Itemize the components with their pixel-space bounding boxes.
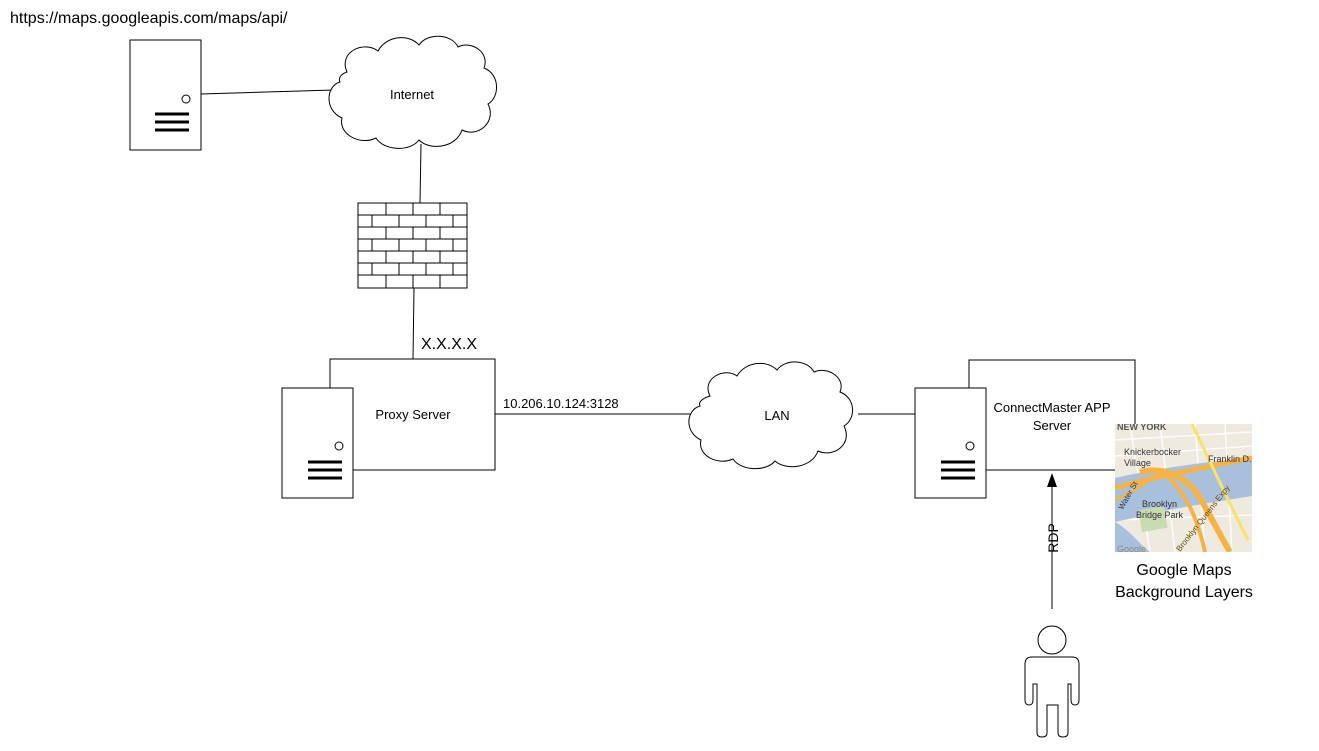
app-server-label: ConnectMaster APP Server <box>993 400 1111 433</box>
user-person-icon <box>1024 625 1080 738</box>
api-url-label: https://maps.googleapis.com/maps/api/ <box>10 10 288 27</box>
google-maps-layers-label: Google Maps Background Layers <box>1115 562 1253 601</box>
line-remote-server-to-internet <box>200 89 335 95</box>
proxy-server-label: Proxy Server <box>375 407 451 422</box>
line-firewall-to-proxy <box>412 287 415 360</box>
proxy-address-label: 10.206.10.124:3128 <box>503 396 619 411</box>
google-maps-thumbnail: NEW YORK Knickerbocker Village Franklin … <box>1115 422 1252 554</box>
firewall-icon <box>357 202 468 289</box>
remote-server-icon <box>129 39 202 151</box>
rdp-arrowhead <box>1047 473 1057 487</box>
lan-label: LAN <box>764 408 790 423</box>
map-label-knickerbocker: Knickerbocker <box>1124 447 1181 457</box>
proxy-server-icon <box>281 358 496 499</box>
internet-cloud-icon <box>328 35 497 149</box>
map-label-bridge-park: Bridge Park <box>1136 510 1184 520</box>
map-label-new-york: NEW YORK <box>1117 422 1167 432</box>
map-label-brooklyn: Brooklyn <box>1142 499 1177 509</box>
proxy-server-box <box>329 358 496 471</box>
internet-label: Internet <box>389 87 435 102</box>
map-label-franklin: Franklin D. <box>1208 454 1252 464</box>
line-internet-to-firewall <box>419 143 422 204</box>
map-label-google: Google <box>1117 544 1146 554</box>
rdp-label: RDP <box>1045 523 1061 553</box>
app-server-icon <box>914 359 1136 499</box>
lan-cloud-icon <box>688 361 853 470</box>
public-ip-label: X.X.X.X <box>421 336 478 353</box>
app-server-box <box>968 359 1136 471</box>
map-label-village: Village <box>1124 458 1151 468</box>
connection-lines <box>200 89 1053 609</box>
